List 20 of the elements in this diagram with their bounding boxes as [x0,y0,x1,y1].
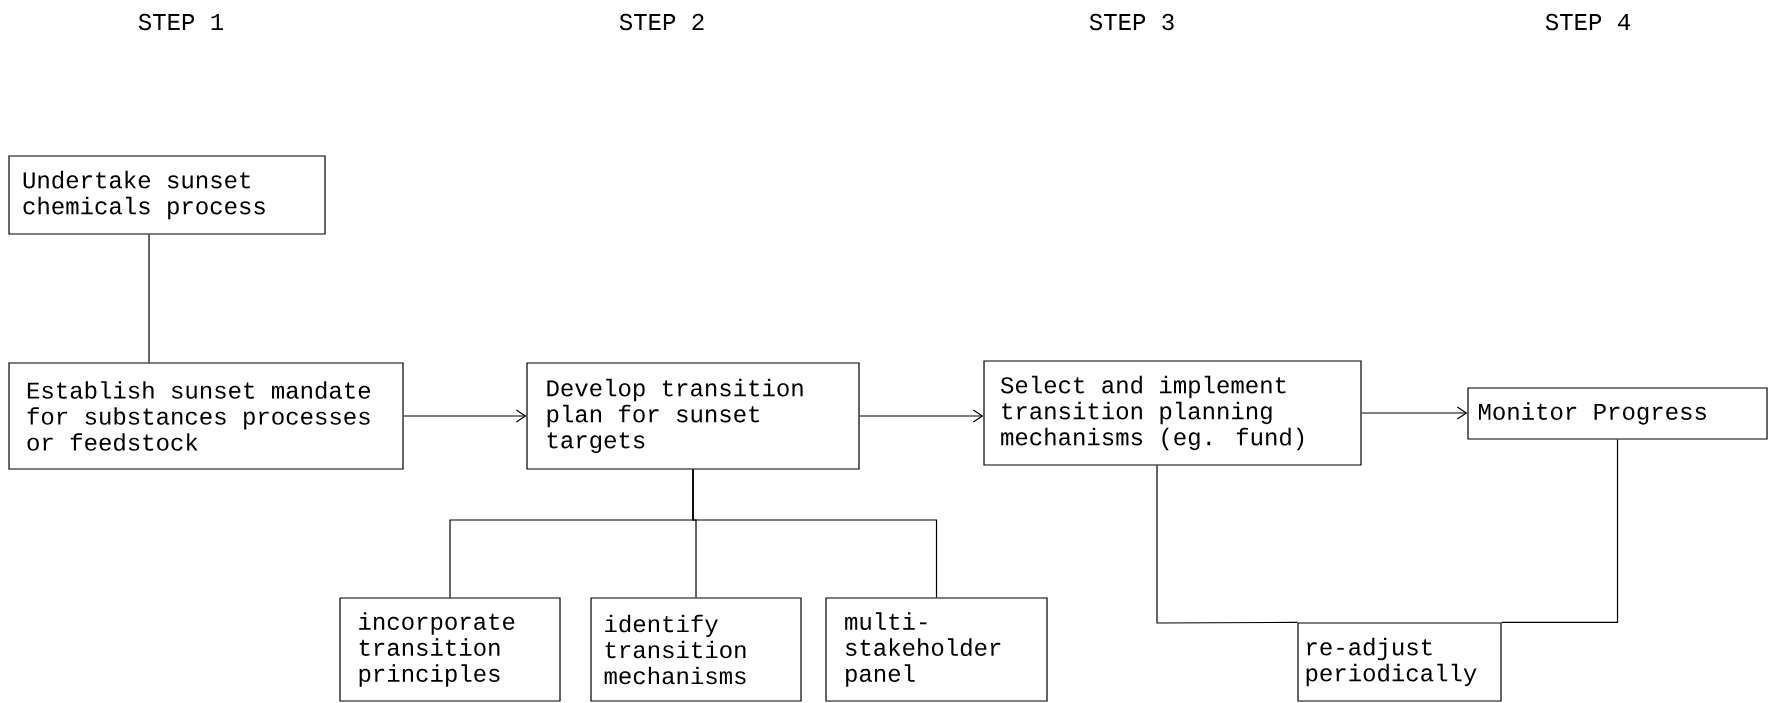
connector [148,234,150,363]
process-box: Select and implement transition planning mechanisms (eg. fund) [983,360,1362,466]
connector [859,409,984,423]
process-box: Undertake sunset chemicals process [8,155,326,235]
process-box: incorporate transition principles [339,597,561,702]
process-box: re-adjust periodically [1297,622,1502,702]
process-box: multi- stakeholder panel [825,597,1048,702]
step-label: STEP 1 [138,13,224,31]
step-label: STEP 3 [1089,13,1174,31]
step-label: STEP 2 [619,13,704,31]
step-label: STEP 4 [1545,13,1630,31]
process-box: identify transition mechanisms [590,597,802,702]
process-box: Establish sunset mandate for substances processes or feedstock [8,362,404,470]
connector [1156,465,1298,624]
connector [403,409,527,423]
process-box: Monitor Progress [1467,387,1768,440]
connector [692,469,938,598]
connector [1501,439,1619,623]
connector [1361,406,1468,420]
process-box: Develop transition plan for sunset targets [526,362,860,470]
